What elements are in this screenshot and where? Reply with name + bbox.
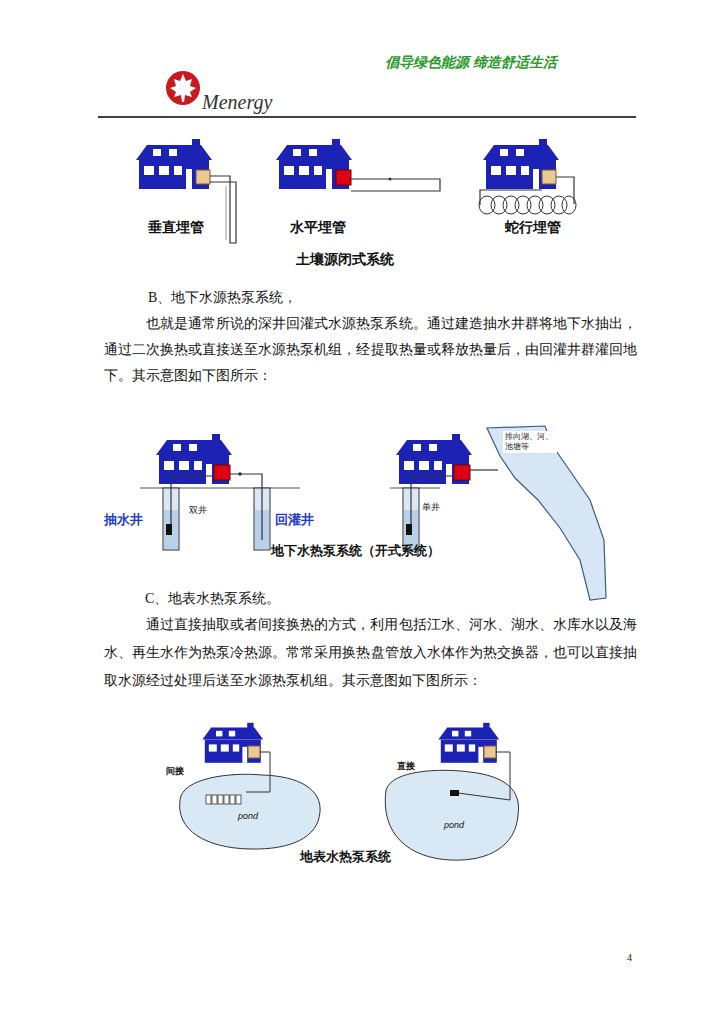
- page-number: 4: [627, 952, 632, 964]
- well-label: 抽水井: [104, 512, 143, 528]
- house-slinky: [479, 139, 576, 214]
- figure-label: 垂直埋管: [148, 219, 204, 236]
- figure-caption: 地下水热泵系统（开式系统）: [271, 543, 440, 559]
- header-slogan: 倡导绿色能源 缔造舒适生活: [385, 54, 557, 71]
- river: [487, 426, 606, 600]
- header-rule: [98, 116, 636, 118]
- body-paragraph: 通过直接抽取或者间接换热的方式，利用包括江水、河水、湖水、水库水以及海水、再生水…: [104, 611, 637, 695]
- house-single-well: [390, 426, 606, 600]
- logo: [166, 71, 200, 105]
- house-double-well: [140, 434, 300, 550]
- pond-label: pond: [238, 811, 258, 822]
- well-label: 双井: [189, 505, 207, 516]
- section-heading: C、地表水热泵系统。: [145, 591, 280, 608]
- body-paragraph: 也就是通常所说的深井回灌式水源热泵系统。通过建造抽水井群将地下水抽出，通过二次换…: [104, 311, 637, 389]
- well-label: 单井: [422, 502, 440, 513]
- pond-label: pond: [444, 820, 464, 831]
- house-vertical: [136, 139, 236, 243]
- section-heading: B、地下水源热泵系统，: [148, 290, 297, 307]
- logo-text: Menergy: [202, 90, 272, 114]
- well-label: 回灌井: [275, 512, 314, 528]
- figure-caption: 地表水热泵系统: [300, 849, 391, 865]
- figure-label: 水平埋管: [290, 219, 346, 236]
- figure-label: 蛇行埋管: [505, 219, 561, 236]
- house-horizontal: [276, 139, 440, 191]
- figure-label: 间接: [166, 766, 184, 777]
- figure-label: 直接: [397, 761, 415, 772]
- pond-indirect: [180, 723, 320, 849]
- pond-direct: [385, 723, 518, 860]
- figure-caption: 土壤源闭式系统: [296, 251, 394, 268]
- river-label: 排向湖、河、池塘等: [503, 431, 557, 453]
